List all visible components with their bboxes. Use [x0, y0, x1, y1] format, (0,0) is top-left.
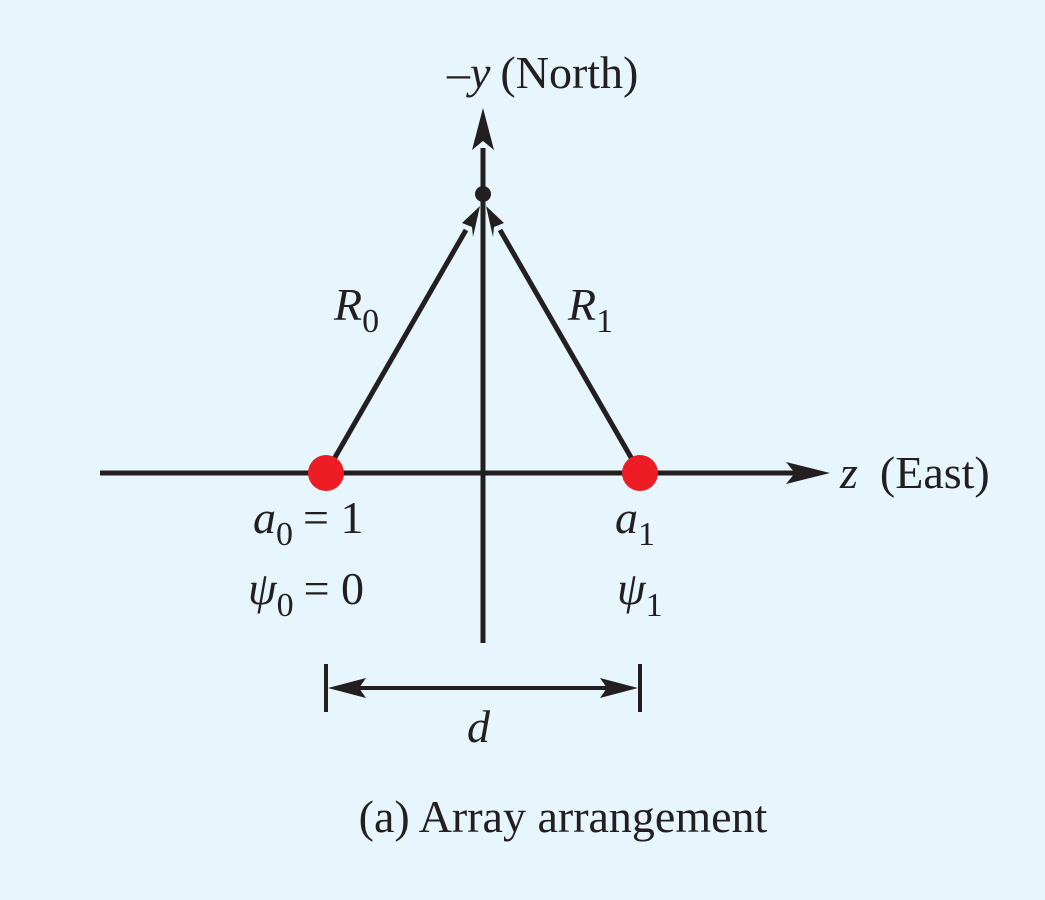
- r0-label: R0: [333, 279, 379, 340]
- observation-point: [475, 186, 491, 202]
- caption: (a) Array arrangement: [359, 791, 768, 842]
- r1-arrowhead: [486, 206, 504, 237]
- r1-ray: [497, 228, 643, 475]
- r0-arrowhead: [462, 206, 480, 237]
- y-axis-label: –y(North): [446, 47, 638, 98]
- spacing-arrowhead-right: [600, 678, 638, 698]
- psi1-label: ψ1: [617, 563, 663, 624]
- z-axis-label: z(East): [839, 447, 990, 498]
- a1-label: a1: [615, 492, 655, 553]
- element-1-dot: [622, 455, 658, 491]
- spacing-arrowhead-left: [328, 678, 366, 698]
- r1-label: R1: [567, 279, 613, 340]
- element-0-dot: [308, 455, 344, 491]
- spacing-label: d: [467, 701, 491, 752]
- a0-label: a0= 1: [253, 492, 363, 553]
- psi0-label: ψ0= 0: [248, 563, 364, 624]
- z-axis-arrowhead: [786, 462, 830, 484]
- r0-ray: [323, 228, 469, 475]
- y-axis-arrowhead: [472, 108, 494, 150]
